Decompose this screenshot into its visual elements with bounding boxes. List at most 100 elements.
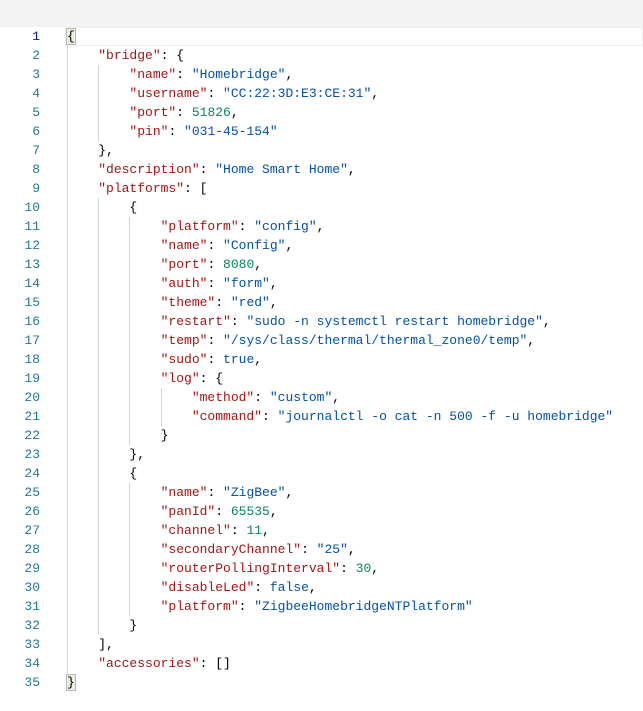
code-line[interactable]: 3 "name": "Homebridge", [2,65,643,84]
json-key: "port" [129,105,177,120]
punctuation: : [] [199,656,231,671]
line-number: 22 [24,428,40,443]
code-text: "port": 8080, [67,255,262,274]
json-string: "config" [254,219,317,234]
indent-guide [67,312,68,331]
code-line[interactable]: 7 }, [2,141,643,160]
code-line[interactable]: 15 "theme": "red", [2,293,643,312]
indent-guide [67,103,68,122]
indent-guide [98,122,100,141]
indent [67,67,129,82]
indent-guide [129,559,131,578]
json-number: 8080 [223,257,255,272]
punctuation: , [285,238,294,253]
punctuation: : [207,86,224,101]
indent [67,428,161,443]
code-line[interactable]: 28 "secondaryChannel": "25", [2,540,643,559]
code-text: "panId": 65535, [67,502,278,521]
code-line[interactable]: 33 ], [2,635,643,654]
indent-guide [67,122,68,141]
json-key: "sudo" [160,352,208,367]
indent-guide [98,388,100,407]
line-number: 3 [32,67,40,82]
code-line[interactable]: 32 } [2,616,643,635]
indent-guide [129,369,131,388]
code-line[interactable]: 21 "command": "journalctl -o cat -n 500 … [2,407,643,426]
punctuation: , [308,580,317,595]
indent [67,48,98,63]
indent [67,447,129,462]
code-line[interactable]: 19 "log": { [2,369,643,388]
code-line[interactable]: 10 { [2,198,643,217]
code-line[interactable]: 18 "sudo": true, [2,350,643,369]
json-key: "auth" [160,276,208,291]
json-code-editor[interactable]: 1{2 "bridge": {3 "name": "Homebridge",4 … [2,27,643,711]
json-key: "accessories" [98,656,200,671]
punctuation: : [238,219,255,234]
indent-guide [98,293,100,312]
code-line[interactable]: 25 "name": "ZigBee", [2,483,643,502]
indent-guide [98,521,100,540]
code-text: "name": "Homebridge", [67,65,293,84]
code-line[interactable]: 5 "port": 51826, [2,103,643,122]
line-number: 33 [24,637,40,652]
json-key: "routerPollingInterval" [160,561,341,576]
code-text: "theme": "red", [67,293,278,312]
code-line[interactable]: 14 "auth": "form", [2,274,643,293]
code-text: { [66,27,76,46]
punctuation: }, [98,143,114,158]
code-line[interactable]: 20 "method": "custom", [2,388,643,407]
code-line[interactable]: 24 { [2,464,643,483]
line-number: 12 [24,238,40,253]
punctuation: : [199,162,216,177]
line-number: 14 [24,276,40,291]
indent-guide [67,46,68,65]
line-number: 29 [24,561,40,576]
code-line[interactable]: 27 "channel": 11, [2,521,643,540]
code-line[interactable]: 1{ [2,27,643,46]
punctuation: : [168,124,185,139]
punctuation: , [269,276,278,291]
indent-guide [67,426,68,445]
code-line[interactable]: 34 "accessories": [] [2,654,643,673]
code-line[interactable]: 30 "disableLed": false, [2,578,643,597]
code-text: "temp": "/sys/class/thermal/thermal_zone… [67,331,535,350]
code-text: "routerPollingInterval": 30, [67,559,379,578]
punctuation: , [527,333,536,348]
code-line[interactable]: 31 "platform": "ZigbeeHomebridgeNTPlatfo… [2,597,643,616]
code-line[interactable]: 12 "name": "Config", [2,236,643,255]
indent [67,276,161,291]
json-number: 30 [355,561,372,576]
code-line[interactable]: 13 "port": 8080, [2,255,643,274]
json-string: "25" [316,542,348,557]
indent-guide [67,293,68,312]
code-line[interactable]: 29 "routerPollingInterval": 30, [2,559,643,578]
code-line[interactable]: 8 "description": "Home Smart Home", [2,160,643,179]
indent-guide [98,445,100,464]
json-key: "secondaryChannel" [160,542,302,557]
code-line[interactable]: 23 }, [2,445,643,464]
code-line[interactable]: 6 "pin": "031-45-154" [2,122,643,141]
indent-guide [129,350,131,369]
line-number: 5 [32,105,40,120]
code-line[interactable]: 26 "panId": 65535, [2,502,643,521]
indent-guide [67,654,68,673]
indent [67,561,161,576]
code-line[interactable]: 22 } [2,426,643,445]
line-number: 26 [24,504,40,519]
line-number: 35 [24,675,40,690]
code-line[interactable]: 17 "temp": "/sys/class/thermal/thermal_z… [2,331,643,350]
line-number: 8 [32,162,40,177]
indent-guide [98,483,100,502]
indent [67,371,161,386]
punctuation: : [254,390,270,405]
punctuation: } [66,674,76,691]
code-line[interactable]: 9 "platforms": [ [2,179,643,198]
code-line[interactable]: 16 "restart": "sudo -n systemctl restart… [2,312,643,331]
code-text: { [67,464,137,483]
code-line[interactable]: 2 "bridge": { [2,46,643,65]
code-line[interactable]: 11 "platform": "config", [2,217,643,236]
code-line[interactable]: 4 "username": "CC:22:3D:E3:CE:31", [2,84,643,103]
code-line[interactable]: 35} [2,673,643,692]
indent-guide [160,407,162,426]
